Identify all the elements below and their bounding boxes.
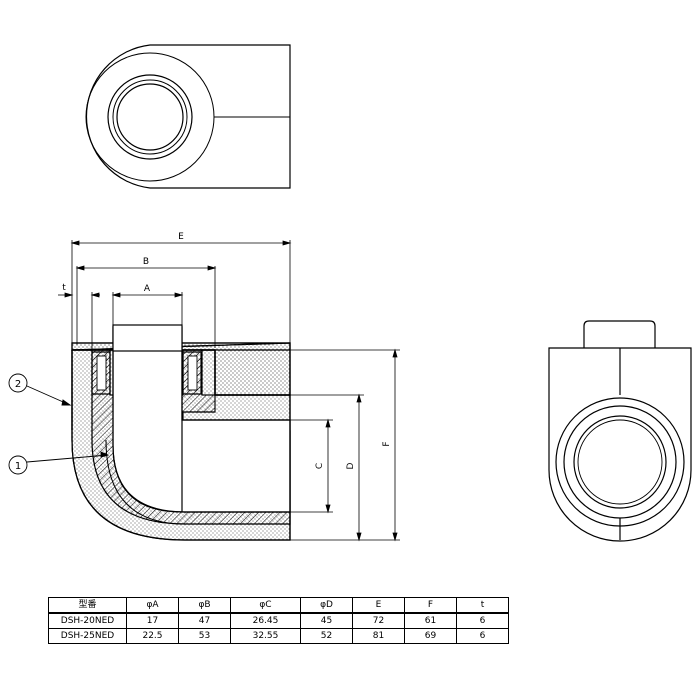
header-D: φD xyxy=(300,597,353,614)
header-A: φA xyxy=(126,597,179,614)
cell-A: 22.5 xyxy=(126,628,179,644)
cell-C: 26.45 xyxy=(230,612,301,629)
top-view xyxy=(85,44,291,189)
dim-label-t: t xyxy=(62,283,66,293)
top-spigot xyxy=(112,324,183,352)
header-C: φC xyxy=(230,597,301,614)
outer-contour xyxy=(71,349,291,541)
dim-label-A: A xyxy=(144,284,151,294)
dimensions xyxy=(58,240,400,542)
dim-label-F: F xyxy=(382,441,392,446)
header-F: F xyxy=(404,597,457,614)
callout-2-label: 2 xyxy=(15,379,21,390)
header-model: 型番 xyxy=(48,597,127,614)
dim-label-D: D xyxy=(346,462,356,469)
callouts xyxy=(8,373,110,475)
technical-drawing: E B A t C D F 2 1 xyxy=(8,44,692,542)
header-t: t xyxy=(456,597,509,614)
cell-F: 61 xyxy=(404,612,457,629)
cell-t: 6 xyxy=(456,628,509,644)
cell-D: 45 xyxy=(300,612,353,629)
pipe-assembly xyxy=(91,324,291,525)
cell-model: DSH-20NED xyxy=(48,612,127,629)
cell-F: 69 xyxy=(404,628,457,644)
table-header-row: 型番 φA φB φC φD E F t xyxy=(48,597,509,614)
dim-label-B: B xyxy=(143,257,149,267)
cell-B: 47 xyxy=(178,612,231,629)
callout-1-label: 1 xyxy=(15,461,21,472)
cell-model: DSH-25NED xyxy=(48,628,127,644)
cell-t: 6 xyxy=(456,612,509,629)
cell-C: 32.55 xyxy=(230,628,301,644)
spec-table: 型番 φA φB φC φD E F t DSH-20NED 17 47 26.… xyxy=(48,597,509,644)
table-row: DSH-20NED 17 47 26.45 45 72 61 6 xyxy=(48,612,509,629)
side-view xyxy=(548,320,692,542)
cell-B: 53 xyxy=(178,628,231,644)
cell-D: 52 xyxy=(300,628,353,644)
header-B: φB xyxy=(178,597,231,614)
header-E: E xyxy=(352,597,405,614)
cell-E: 72 xyxy=(352,612,405,629)
table-row: DSH-25NED 22.5 53 32.55 52 81 69 6 xyxy=(48,628,509,644)
cell-A: 17 xyxy=(126,612,179,629)
cell-E: 81 xyxy=(352,628,405,644)
dim-label-C: C xyxy=(315,463,325,469)
dim-label-E: E xyxy=(178,232,184,242)
